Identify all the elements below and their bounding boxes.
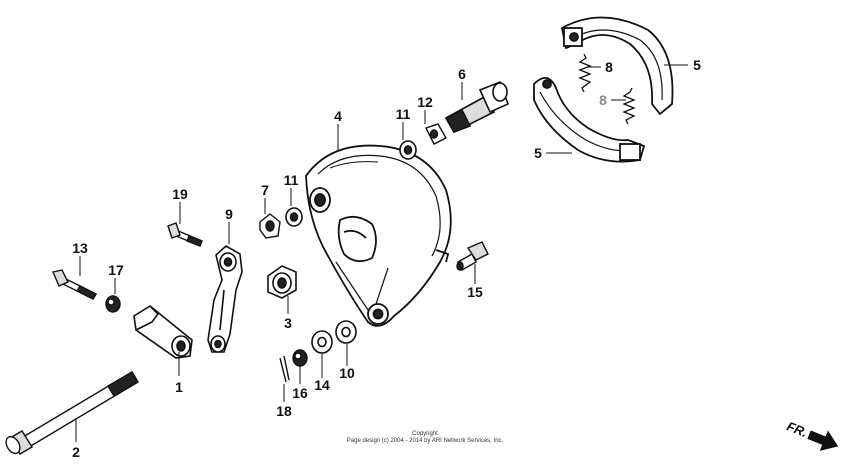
label-part-9: 9 <box>225 206 233 222</box>
part-17-nut <box>105 295 121 313</box>
leader-lines <box>75 64 688 442</box>
label-part-8-upper: 8 <box>605 59 613 75</box>
part-7-lock-tab <box>259 213 281 239</box>
label-part-6: 6 <box>458 66 466 82</box>
label-part-11-right: 11 <box>396 106 411 122</box>
part-9-brake-link <box>207 245 243 353</box>
part-11-seal-right <box>399 140 417 160</box>
label-part-12: 12 <box>417 94 433 110</box>
label-part-5-upper: 5 <box>693 57 701 73</box>
label-part-10: 10 <box>339 365 355 381</box>
label-part-13: 13 <box>72 240 88 256</box>
label-part-7: 7 <box>261 182 269 198</box>
part-12-wear-indicator <box>425 123 447 145</box>
part-6-brake-cam <box>444 80 510 134</box>
part-2-long-bolt <box>5 371 139 455</box>
front-direction-arrow-icon <box>807 430 839 451</box>
label-part-3: 3 <box>284 315 292 331</box>
label-part-8-lower: 8 <box>599 92 607 108</box>
label-part-11-left: 11 <box>284 172 299 188</box>
label-part-17: 17 <box>108 262 124 278</box>
label-part-19: 19 <box>172 186 188 202</box>
label-part-5-lower: 5 <box>534 145 542 161</box>
part-8-spring-upper <box>578 53 592 93</box>
copyright-line-2: Page design (c) 2004 - 2014 by ARI Netwo… <box>346 438 504 444</box>
part-14-washer <box>311 330 333 354</box>
copyright-line-1: Copyright <box>412 431 438 437</box>
front-direction-indicator: FR. <box>785 418 839 451</box>
part-4-brake-panel <box>305 144 452 327</box>
label-part-18: 18 <box>276 403 292 419</box>
part-18-cotter-pin <box>279 355 290 383</box>
part-5-brake-shoe-upper <box>560 16 674 116</box>
label-part-2: 2 <box>72 444 80 460</box>
part-10-washer <box>335 320 357 344</box>
part-16-castle-nut <box>292 349 308 367</box>
label-part-1: 1 <box>175 379 183 395</box>
label-part-14: 14 <box>314 377 330 393</box>
part-15-pin <box>456 241 489 271</box>
part-5-brake-shoe-lower <box>533 77 646 163</box>
label-part-4: 4 <box>334 108 342 124</box>
part-3-bushing <box>267 265 297 299</box>
part-13-bolt <box>52 269 97 300</box>
part-1-brake-arm <box>133 305 193 359</box>
front-direction-label: FR. <box>785 418 810 440</box>
label-part-15: 15 <box>467 284 483 300</box>
part-11-seal-left <box>285 207 303 227</box>
part-19-bolt <box>167 222 203 247</box>
part-8-spring-lower <box>622 87 636 125</box>
label-part-16: 16 <box>292 385 308 401</box>
copyright-notice: Copyright Page design (c) 2004 - 2014 by… <box>250 431 600 445</box>
